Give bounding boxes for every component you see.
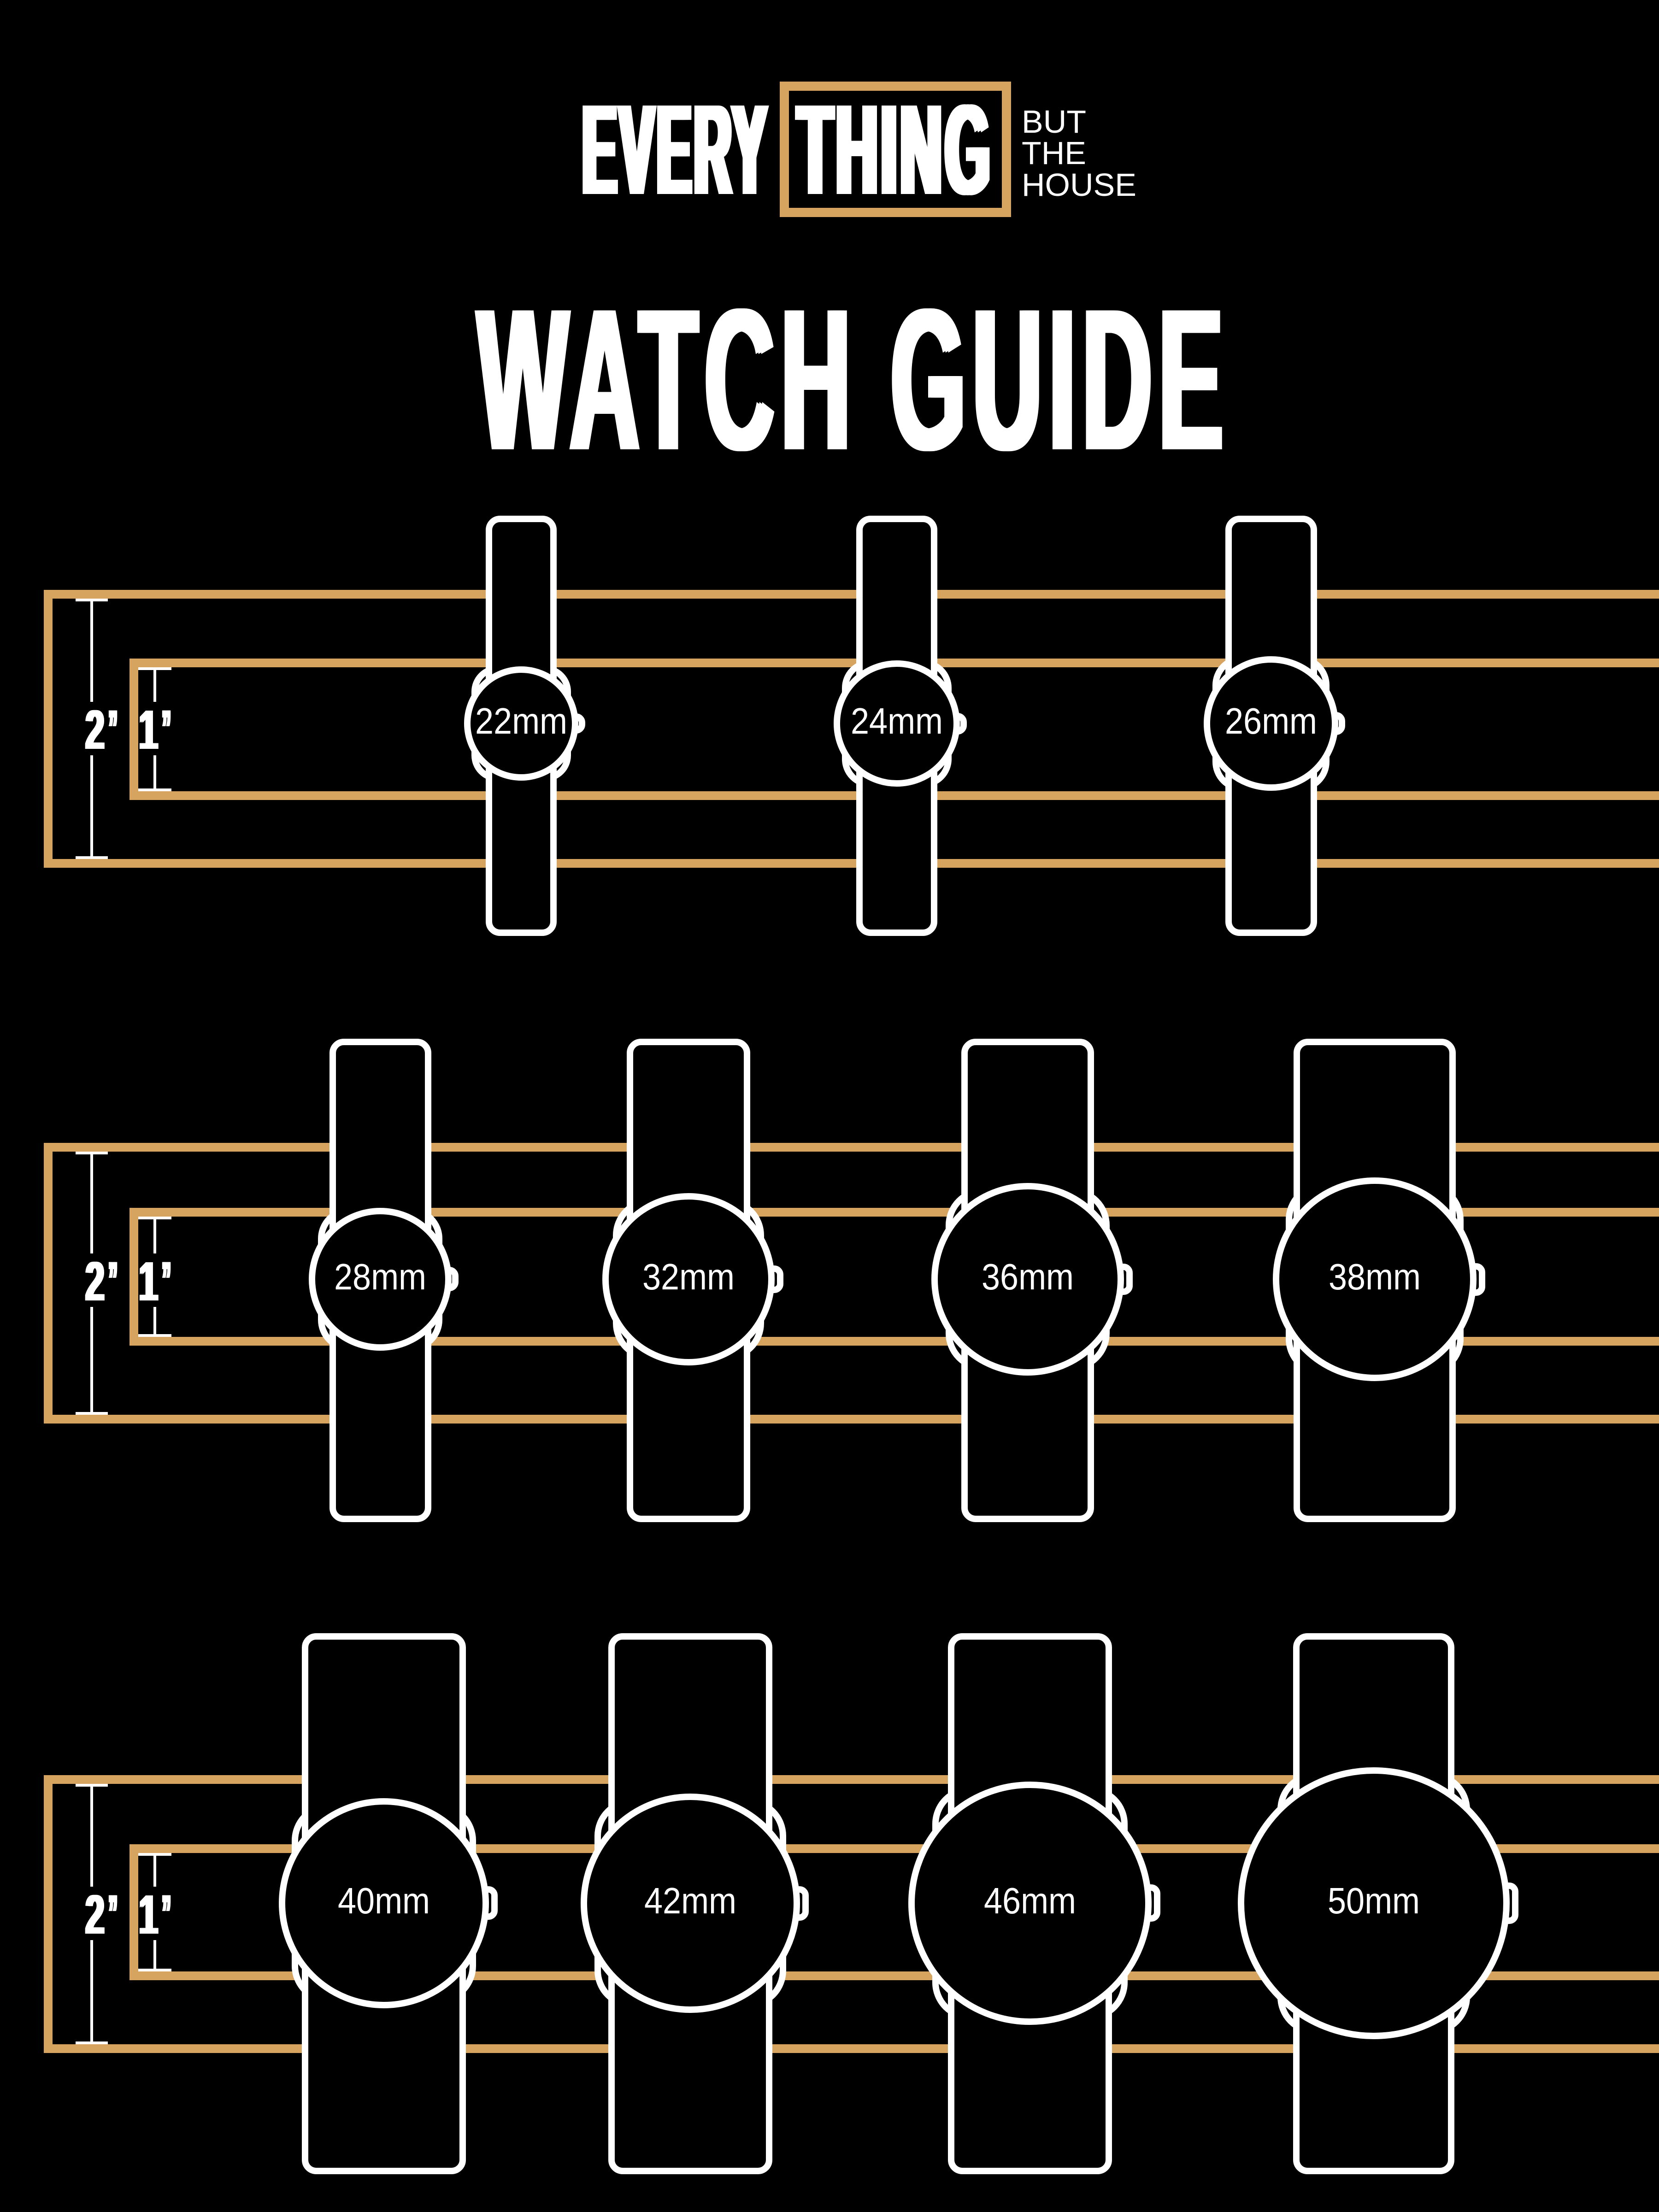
svg-text:EVERY: EVERY	[586, 78, 773, 222]
svg-text:42mm: 42mm	[644, 1881, 736, 1922]
svg-text:”: ”	[108, 699, 118, 761]
svg-text:”: ”	[107, 1251, 117, 1313]
svg-text:”: ”	[161, 1251, 171, 1313]
svg-text:40mm: 40mm	[338, 1881, 430, 1922]
svg-text:”: ”	[109, 1884, 119, 1946]
svg-text:1: 1	[140, 699, 159, 761]
svg-text:”: ”	[162, 1884, 171, 1946]
svg-text:2: 2	[85, 1884, 105, 1946]
svg-text:THE: THE	[1022, 135, 1086, 171]
svg-text:2: 2	[84, 1884, 103, 1946]
svg-text:THING: THING	[798, 77, 994, 221]
svg-text:24mm: 24mm	[851, 701, 943, 742]
svg-text:”: ”	[162, 699, 171, 761]
svg-text:”: ”	[108, 1251, 118, 1313]
svg-text:46mm: 46mm	[984, 1881, 1076, 1922]
svg-text:”: ”	[109, 1251, 119, 1313]
svg-text:32mm: 32mm	[642, 1257, 735, 1298]
svg-text:2: 2	[85, 1251, 105, 1313]
svg-text:WATCH GUIDE: WATCH GUIDE	[480, 266, 1233, 492]
svg-text:2: 2	[87, 699, 106, 761]
svg-text:”: ”	[162, 1251, 171, 1313]
svg-text:2: 2	[85, 699, 105, 761]
svg-text:2: 2	[84, 1251, 103, 1313]
svg-text:EVERY: EVERY	[582, 78, 770, 222]
svg-text:2: 2	[87, 1884, 106, 1946]
svg-text:WATCH GUIDE: WATCH GUIDE	[475, 266, 1227, 492]
svg-text:36mm: 36mm	[982, 1257, 1074, 1298]
svg-text:HOUSE: HOUSE	[1022, 167, 1136, 203]
svg-text:”: ”	[107, 699, 117, 761]
svg-text:1: 1	[137, 1884, 157, 1946]
svg-text:22mm: 22mm	[475, 701, 567, 742]
svg-text:”: ”	[163, 1251, 172, 1313]
svg-text:”: ”	[161, 1884, 171, 1946]
svg-text:2: 2	[84, 699, 103, 761]
svg-text:50mm: 50mm	[1328, 1881, 1420, 1922]
svg-text:38mm: 38mm	[1329, 1257, 1421, 1298]
svg-text:”: ”	[108, 1884, 118, 1946]
svg-text:26mm: 26mm	[1225, 701, 1317, 742]
svg-text:BUT: BUT	[1022, 104, 1086, 140]
svg-text:WATCH GUIDE: WATCH GUIDE	[477, 266, 1230, 492]
svg-text:1: 1	[139, 1884, 158, 1946]
svg-text:1: 1	[139, 1251, 158, 1313]
svg-text:1: 1	[140, 1884, 159, 1946]
svg-text:”: ”	[107, 1884, 117, 1946]
svg-text:1: 1	[137, 699, 157, 761]
svg-text:EVERY: EVERY	[579, 78, 766, 222]
svg-text:1: 1	[139, 699, 158, 761]
svg-text:28mm: 28mm	[334, 1257, 426, 1298]
svg-text:”: ”	[161, 699, 171, 761]
svg-text:1: 1	[140, 1251, 159, 1313]
svg-text:THING: THING	[801, 77, 997, 221]
svg-text:”: ”	[163, 699, 172, 761]
svg-text:”: ”	[163, 1884, 172, 1946]
svg-text:THING: THING	[794, 77, 990, 221]
svg-text:”: ”	[109, 699, 119, 761]
svg-text:2: 2	[87, 1251, 106, 1313]
svg-text:1: 1	[137, 1251, 157, 1313]
